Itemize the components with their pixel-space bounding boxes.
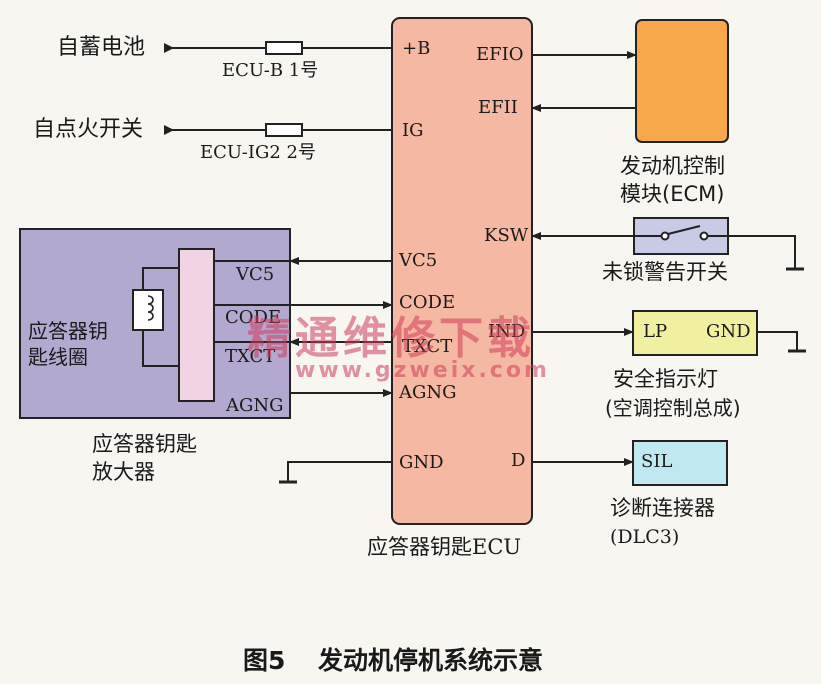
coil-wire — [142, 267, 179, 290]
ecu-box — [391, 17, 533, 525]
amp-pin-agng: AGNG — [226, 395, 284, 416]
fuse-ecu-ig2 — [265, 123, 303, 137]
ecm-label: 发动机控制模块(ECM) — [620, 154, 725, 206]
amplifier-inner-block — [178, 248, 215, 402]
ecu-pin-vc5: VC5 — [399, 250, 438, 271]
ecu-pin-txct: TXCT — [402, 336, 453, 357]
ecu-pin-efio: EFIO — [476, 44, 524, 65]
ecu-pin-efii: EFII — [478, 97, 518, 118]
unlock-switch-label: 未锁警告开关 — [602, 260, 728, 284]
ecu-pin-b: +B — [402, 38, 431, 59]
fuse-ecu-ig2-label: ECU-IG2 2号 — [200, 142, 316, 163]
ecu-name: 应答器钥匙ECU — [367, 535, 522, 559]
watermark-url: www.gzweix.com — [295, 358, 550, 383]
dlc-sil: SIL — [641, 451, 673, 472]
battery-label: 自蓄电池 — [57, 35, 146, 60]
dlc-label-2: (DLC3) — [610, 526, 680, 548]
coil-label: 应答器钥匙线圈 — [28, 319, 108, 369]
fuse-ecu-b-label: ECU-B 1号 — [222, 60, 319, 81]
indicator-lp: LP — [643, 321, 668, 342]
indicator-label-2: (空调控制总成) — [605, 396, 741, 420]
ecu-pin-d: D — [511, 450, 526, 471]
amp-pin-vc5: VC5 — [236, 264, 275, 285]
figure-number: 图5 — [243, 646, 286, 675]
watermark-brand: 精通维修下载 — [247, 313, 535, 364]
dlc-box — [632, 440, 728, 486]
amplifier-label: 应答器钥匙放大器 — [92, 432, 197, 484]
ecu-pin-ig: IG — [402, 120, 424, 141]
coil-symbol — [147, 295, 154, 321]
ecu-pin-gnd: GND — [399, 452, 444, 473]
ecu-pin-ksw: KSW — [484, 225, 529, 246]
ecu-pin-ind: IND — [488, 321, 526, 342]
indicator-gnd: GND — [706, 321, 751, 342]
ecm-box — [635, 19, 729, 143]
indicator-label-1: 安全指示灯 — [613, 367, 718, 391]
ecu-pin-code: CODE — [399, 292, 456, 313]
figure-title: 发动机停机系统示意 — [318, 646, 544, 675]
dlc-label-1: 诊断连接器 — [610, 496, 715, 520]
fuse-ecu-b — [265, 41, 303, 55]
amp-pin-code: CODE — [225, 307, 282, 328]
amp-pin-txct: TXCT — [225, 346, 276, 367]
ecu-pin-agng: AGNG — [399, 382, 457, 403]
coil-wire — [142, 330, 179, 367]
ignition-label: 自点火开关 — [33, 117, 144, 142]
